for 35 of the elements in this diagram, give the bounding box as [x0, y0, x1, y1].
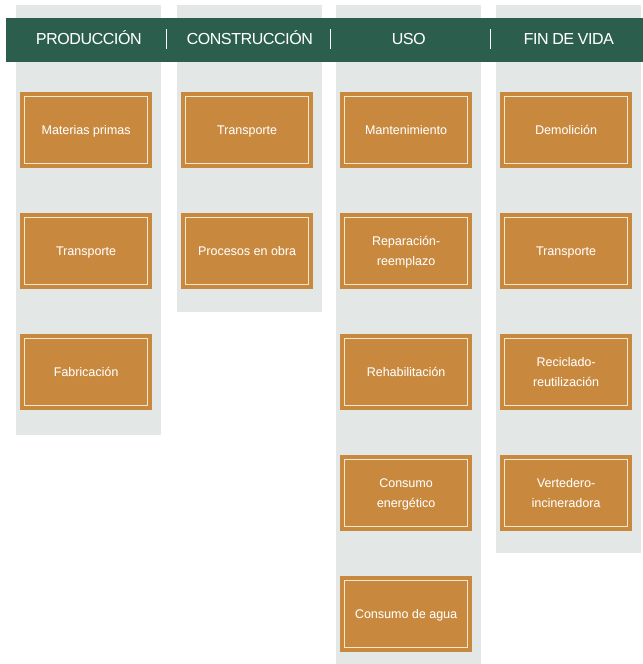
stage-label: Vertedero-incineradora	[530, 475, 602, 512]
stage-box	[20, 213, 152, 289]
stage-label: Reparación-reemplazo	[370, 233, 442, 270]
stage-label: Transporte	[55, 243, 117, 260]
column-panel	[496, 5, 641, 553]
stage-box	[181, 213, 313, 289]
column-heading: CONSTRUCCIÓN	[186, 29, 314, 50]
stage-label: Transporte	[535, 243, 597, 260]
column-heading: PRODUCCIÓN	[34, 29, 142, 50]
stage-box	[500, 92, 632, 168]
stage-box	[340, 92, 472, 168]
column-panel	[336, 5, 481, 664]
stage-box	[340, 213, 472, 289]
column-panel	[16, 5, 161, 435]
stage-box	[20, 334, 152, 410]
stage-box	[181, 92, 313, 168]
stage-label: Transporte	[216, 122, 278, 139]
stage-label: Mantenimiento	[364, 122, 448, 139]
stage-label: Fabricación	[52, 364, 120, 381]
stage-label: Reciclado-reutilización	[532, 354, 600, 391]
stage-box	[20, 92, 152, 168]
stage-label: Materias primas	[40, 122, 132, 139]
stage-label: Demolición	[534, 122, 598, 139]
stage-box	[500, 213, 632, 289]
column-heading: USO	[390, 30, 426, 50]
column-heading: FIN DE VIDA	[522, 30, 615, 50]
stage-box	[340, 576, 472, 652]
stage-box	[500, 334, 632, 410]
stage-label: Consumo energético	[376, 475, 436, 512]
stage-box	[340, 455, 472, 531]
stage-box	[340, 334, 472, 410]
stage-label: Consumo de agua	[354, 606, 458, 623]
stage-box	[500, 455, 632, 531]
stage-label: Procesos en obra	[197, 243, 297, 260]
stage-label: Rehabilitación	[366, 364, 446, 381]
